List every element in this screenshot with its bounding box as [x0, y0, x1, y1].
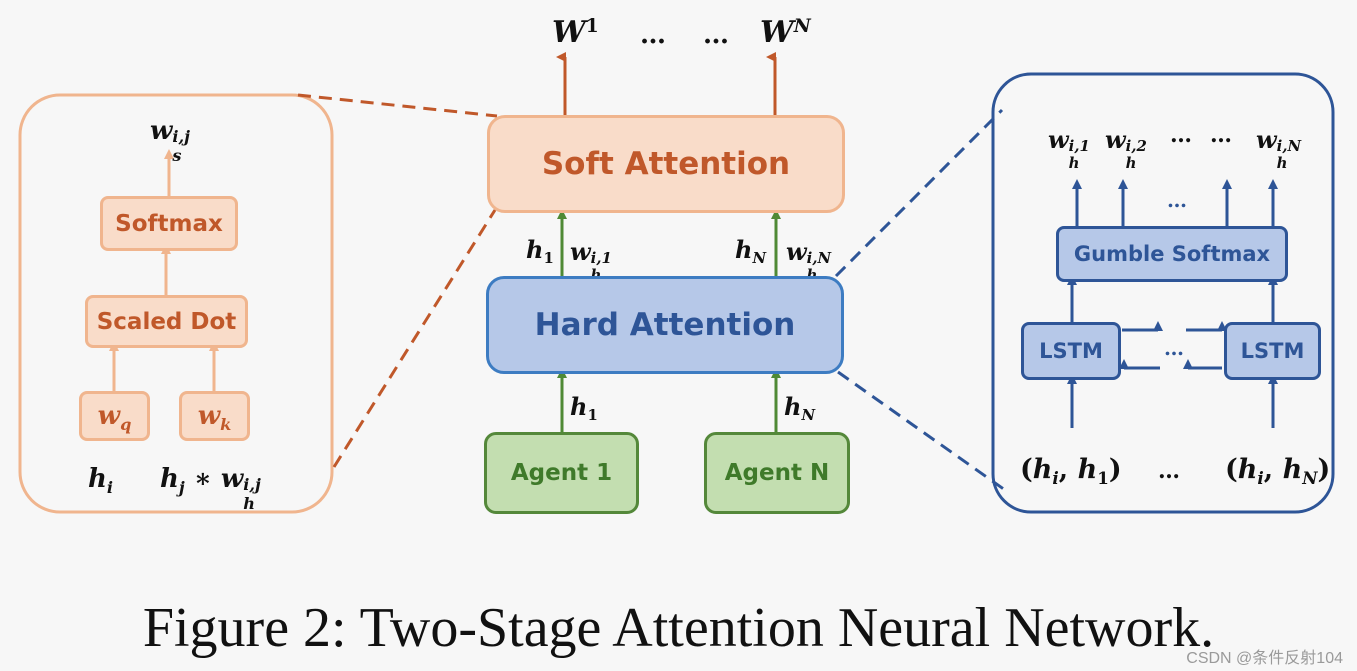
scaled-dot-block: Scaled Dot	[85, 295, 248, 348]
lstm-ellipsis: …	[1164, 336, 1184, 360]
figure-caption: Figure 2: Two-Stage Attention Neural Net…	[142, 597, 1215, 659]
right-input-ellipsis: …	[1158, 458, 1180, 484]
wq-label: wq	[97, 401, 132, 434]
output-wN: WN	[760, 15, 811, 50]
lstm-block-n: LSTM	[1224, 322, 1321, 380]
watermark: CSDN @条件反射104	[1186, 650, 1343, 667]
left-input-hi: hi	[88, 464, 114, 497]
soft-attention-block: Soft Attention	[487, 115, 845, 213]
wk-block: wk	[179, 391, 250, 441]
label-wh-iN: wi,Nh	[786, 237, 832, 283]
gumble-softmax-block: Gumble Softmax	[1056, 226, 1288, 282]
hard-attention-label: Hard Attention	[534, 307, 796, 343]
right-arrows-ellipsis: …	[1167, 188, 1187, 212]
soft-attention-label: Soft Attention	[541, 146, 791, 182]
gumble-softmax-label: Gumble Softmax	[1073, 242, 1271, 266]
left-panel-frame	[18, 93, 334, 514]
wq-block: wq	[79, 391, 150, 441]
right-output-ellipsis-1: …	[1170, 122, 1192, 148]
output-ellipsis-1: …	[640, 20, 666, 50]
right-panel-frame	[991, 72, 1335, 514]
output-ellipsis-2: …	[703, 20, 729, 50]
right-output-ellipsis-2: …	[1210, 122, 1232, 148]
label-hN-lower: hN	[784, 392, 816, 425]
lstm-label-1: LSTM	[1039, 339, 1103, 363]
lstm-label-n: LSTM	[1240, 339, 1305, 363]
softmax-block: Softmax	[100, 196, 238, 251]
agent-n-block: Agent N	[704, 432, 850, 514]
hard-attention-block: Hard Attention	[486, 276, 844, 374]
left-zoom-line-top	[297, 93, 498, 118]
output-w1: W1	[552, 15, 599, 50]
lstm-block-1: LSTM	[1021, 322, 1121, 380]
agent-n-label: Agent N	[724, 460, 830, 486]
label-h1-lower: h1	[570, 392, 598, 425]
scaled-dot-label: Scaled Dot	[96, 308, 237, 335]
left-zoom-line-bottom	[332, 209, 497, 468]
label-wh-i1: wi,1h	[570, 237, 612, 283]
label-h1-upper: h1	[526, 235, 554, 268]
right-zoom-line-top	[834, 108, 1004, 278]
label-hN-upper: hN	[735, 235, 767, 268]
wk-label: wk	[197, 401, 232, 434]
right-zoom-line-bottom	[837, 370, 1006, 492]
right-input-pair-hi-hN: (hi, hN)	[1225, 454, 1331, 488]
agent-1-label: Agent 1	[510, 460, 613, 486]
softmax-label: Softmax	[115, 210, 223, 237]
agent-1-block: Agent 1	[484, 432, 639, 514]
right-input-pair-hi-h1: (hi, h1)	[1020, 454, 1122, 488]
